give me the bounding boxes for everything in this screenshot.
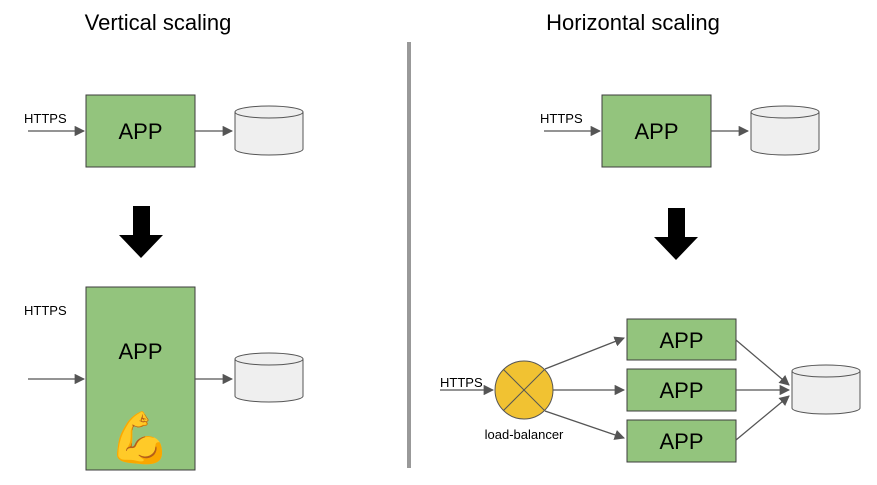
https-label: HTTPS bbox=[440, 375, 483, 390]
database-icon bbox=[234, 105, 304, 156]
down-arrow-icon bbox=[654, 208, 698, 260]
database-icon bbox=[234, 352, 304, 403]
horizontal-scaling-title: Horizontal scaling bbox=[546, 10, 720, 35]
vertical-scaling-title: Vertical scaling bbox=[85, 10, 232, 35]
app-box bbox=[626, 318, 737, 361]
app-label: APP bbox=[659, 328, 703, 353]
app-box bbox=[626, 419, 737, 463]
database-icon bbox=[750, 105, 820, 156]
database-icon bbox=[791, 364, 861, 415]
app-box bbox=[626, 368, 737, 412]
https-label: HTTPS bbox=[24, 111, 67, 126]
https-label: HTTPS bbox=[540, 111, 583, 126]
lb-to-app-arrow bbox=[544, 410, 625, 440]
app-label: APP bbox=[118, 119, 162, 144]
app-box-large bbox=[85, 286, 196, 471]
app-label: APP bbox=[118, 339, 162, 364]
load-balancer-label: load-balancer bbox=[485, 427, 564, 442]
app-to-db-arrow bbox=[735, 395, 790, 441]
app-to-db-arrow bbox=[735, 339, 790, 386]
app-box bbox=[85, 94, 196, 168]
app-label: APP bbox=[659, 429, 703, 454]
lb-to-app-arrow bbox=[544, 336, 625, 370]
app-label: APP bbox=[634, 119, 678, 144]
load-balancer-icon bbox=[494, 360, 554, 420]
down-arrow-icon bbox=[119, 206, 163, 258]
app-label: APP bbox=[659, 378, 703, 403]
flexed-biceps-icon: 💪 bbox=[109, 409, 171, 466]
https-label: HTTPS bbox=[24, 303, 67, 318]
